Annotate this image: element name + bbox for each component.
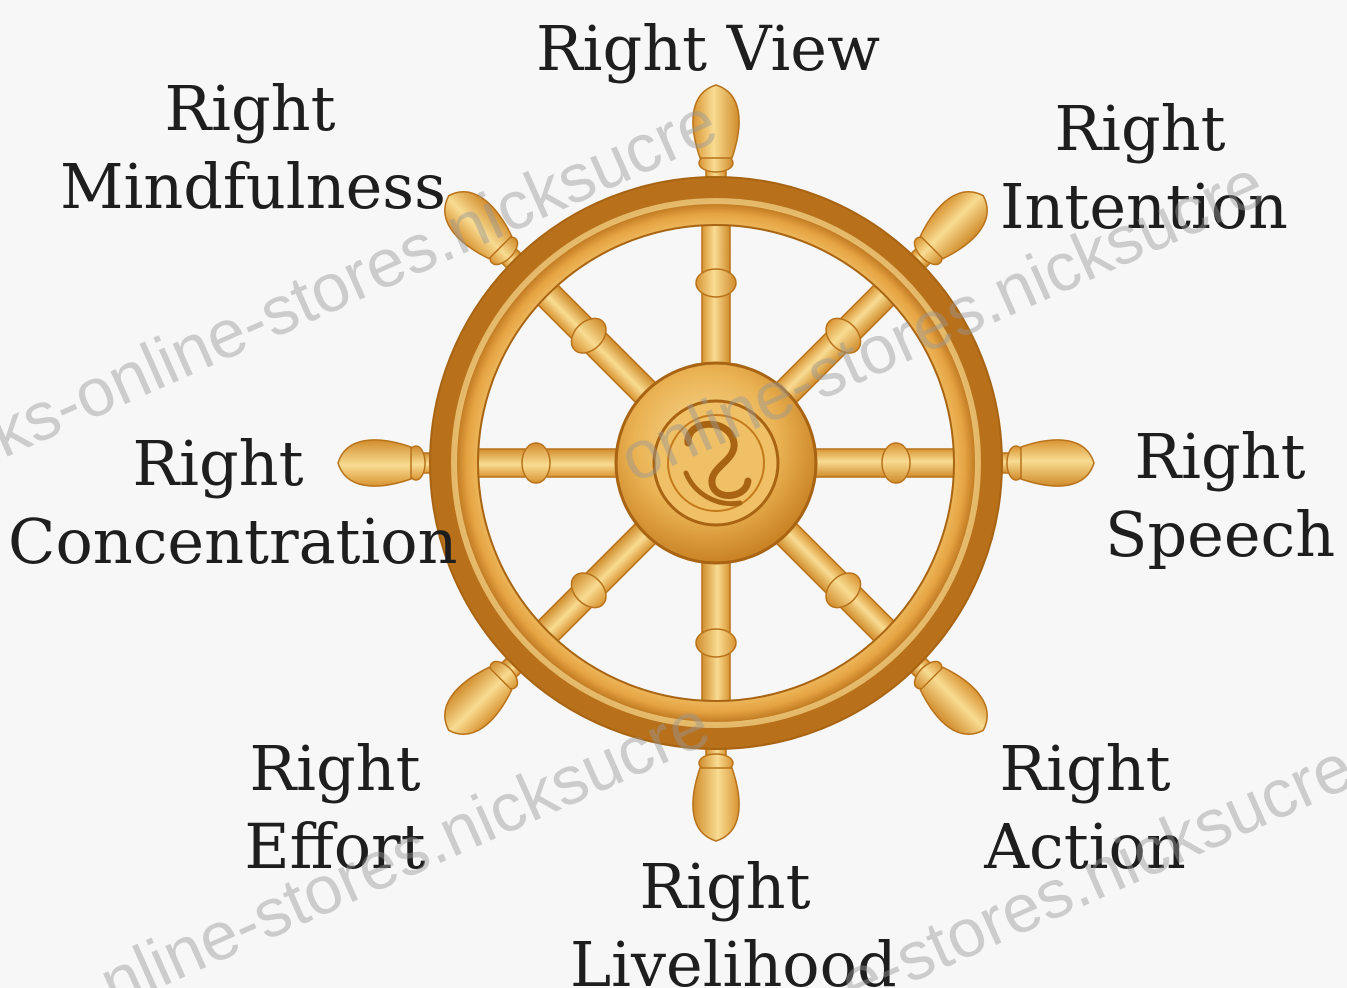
label-right-speech: Right Speech [1105, 418, 1335, 574]
spoke-south [693, 548, 739, 841]
spoke-east [801, 440, 1094, 486]
label-right-effort: Right Effort [230, 730, 440, 886]
label-right-concentration: Right Concentration [8, 425, 428, 581]
label-right-livelihood: Right Livelihood [570, 848, 880, 988]
wheel-group [338, 85, 1094, 841]
spoke-north [693, 85, 739, 378]
label-right-action: Right Action [970, 730, 1200, 886]
label-right-intention: Right Intention [1000, 90, 1280, 246]
label-right-mindfulness: Right Mindfulness [60, 70, 440, 226]
label-right-view: Right View [536, 10, 866, 88]
